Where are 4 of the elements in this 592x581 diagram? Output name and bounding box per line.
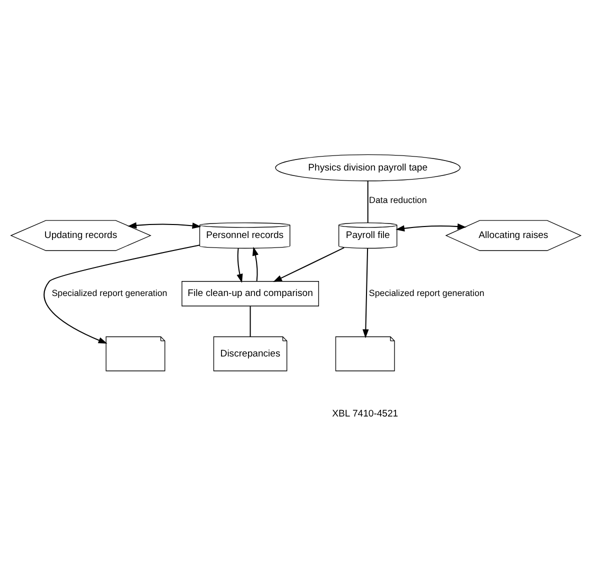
edge-label: Data reduction xyxy=(369,194,427,205)
edge-label: Specialized report generation xyxy=(52,288,168,298)
edge-label: Specialized report generation xyxy=(368,288,484,298)
label: XBL 7410-4521 xyxy=(332,408,398,420)
